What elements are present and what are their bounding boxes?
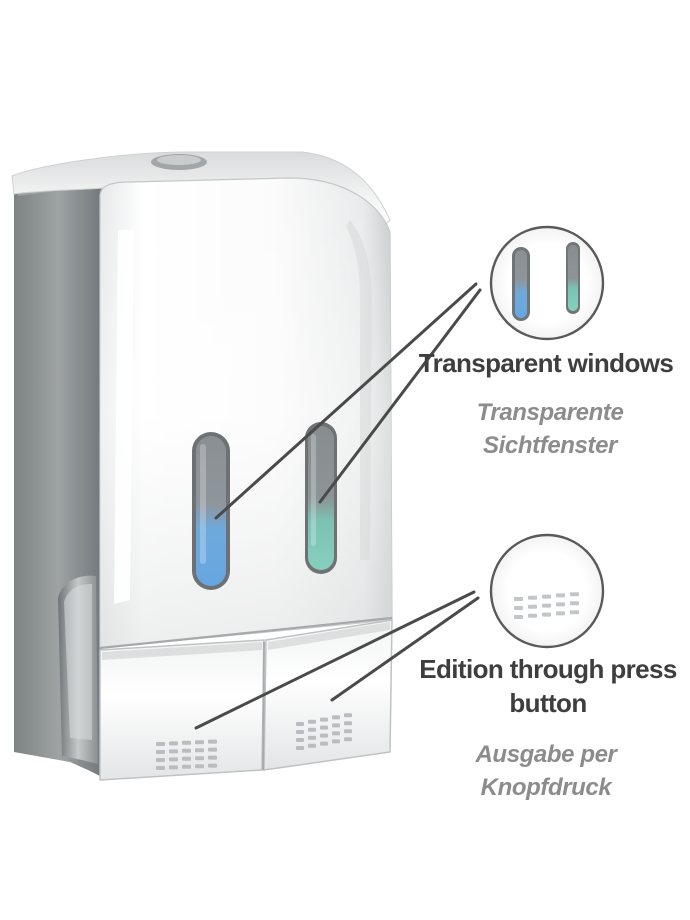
grip-dot: [320, 717, 328, 722]
leader-line-button-left: [194, 590, 476, 730]
transparent-window-right: [305, 422, 337, 574]
grip-dot: [320, 741, 328, 746]
grip-dot: [344, 713, 352, 718]
label-text-line-1: Edition through press: [419, 654, 677, 684]
grip-dot: [542, 603, 551, 608]
grip-dot: [570, 601, 579, 606]
grip-dot: [182, 764, 191, 769]
grip-dot: [169, 765, 178, 770]
grip-dot: [208, 747, 217, 752]
label-text: Transparent windows: [418, 348, 674, 378]
grip-dot: [156, 750, 165, 754]
grip-dot: [208, 739, 217, 744]
callout-button: [194, 533, 605, 730]
grip-dot: [296, 746, 304, 750]
grip-dot: [156, 758, 165, 762]
grip-dot: [556, 593, 565, 598]
label-text-line-2: Sichtfenster: [483, 432, 617, 459]
grip-dot: [296, 730, 304, 734]
grip-dot: [182, 748, 191, 753]
label-transparente-sichtfenster: Transparente Sichtfenster: [440, 396, 660, 462]
grip-dot: [344, 737, 352, 742]
grip-dot: [308, 719, 316, 724]
grip-dot: [332, 715, 340, 720]
grip-dot: [195, 764, 204, 769]
grip-dot: [308, 735, 316, 740]
label-text-line-1: Transparente: [476, 399, 624, 426]
grip-dot: [195, 756, 204, 761]
leader-line-window-right: [318, 288, 482, 504]
grip-dot: [344, 721, 352, 726]
grip-dot: [208, 763, 217, 768]
grip-dot: [332, 739, 340, 744]
grip-dot: [332, 731, 340, 736]
grip-dot: [528, 613, 537, 618]
label-text-line-2: button: [509, 688, 587, 718]
grip-dot: [308, 743, 316, 748]
grip-dot: [528, 604, 537, 609]
grip-dot: [556, 611, 565, 616]
grip-dot: [514, 597, 523, 601]
label-transparent-windows: Transparent windows: [412, 346, 680, 380]
grip-dot: [195, 740, 204, 745]
button-grip-pattern-left: [156, 739, 217, 770]
grip-dot: [570, 592, 579, 597]
grip-dot: [296, 738, 304, 742]
grip-dot: [570, 610, 579, 615]
dispenser-lid: [11, 151, 391, 229]
grip-dot: [320, 725, 328, 730]
grip-dot: [195, 748, 204, 753]
grip-dot: [542, 612, 551, 617]
grip-dot: [528, 595, 537, 600]
callout-windows: [214, 225, 605, 520]
grip-dot: [169, 749, 178, 754]
grip-dot: [542, 594, 551, 599]
grip-dot: [182, 740, 191, 745]
press-button-left: [99, 639, 265, 781]
button-grip-pattern-right: [296, 713, 352, 750]
soap-dispenser: [11, 151, 393, 781]
detail-circle-windows: [489, 225, 605, 341]
detail-circle-button: [489, 533, 605, 649]
label-ausgabe-per-knopfdruck: Ausgabe per Knopfdruck: [430, 738, 662, 804]
grip-dot: [332, 723, 340, 728]
grip-dot: [514, 606, 523, 610]
grip-dot: [156, 766, 165, 770]
grip-dot: [156, 742, 165, 746]
grip-dot: [182, 756, 191, 761]
label-edition-through-press-button: Edition through press button: [410, 652, 686, 720]
grip-dot: [308, 727, 316, 732]
grip-dot: [320, 733, 328, 738]
grip-dot: [208, 755, 217, 760]
grip-dot: [296, 722, 304, 726]
leader-line-button-right: [330, 596, 480, 702]
label-text-line-2: Knopfdruck: [480, 774, 612, 801]
grip-dot: [556, 602, 565, 607]
label-text-line-1: Ausgabe per: [475, 741, 617, 768]
grip-dot: [344, 729, 352, 734]
transparent-window-left: [192, 432, 230, 590]
leader-line-window-left: [214, 282, 478, 520]
grip-dot: [169, 757, 178, 762]
grip-dot: [514, 615, 523, 619]
grip-dot: [169, 741, 178, 746]
